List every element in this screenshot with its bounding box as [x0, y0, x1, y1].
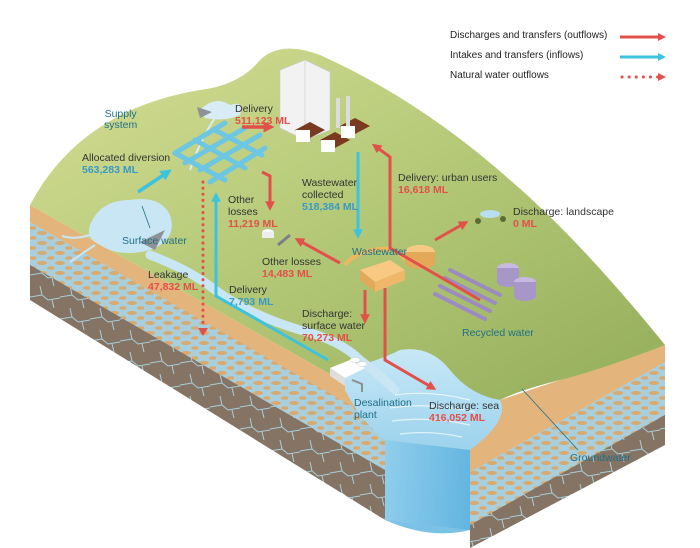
soil-layer-left — [30, 205, 385, 425]
landscape-pond — [480, 210, 500, 218]
recycled-water-plant — [433, 268, 502, 321]
rock-layer-left — [30, 250, 385, 520]
city-buildings — [279, 59, 370, 152]
legend-dotted-red-arrow-icon — [620, 73, 666, 81]
arrow-discharge-landscape — [434, 221, 469, 242]
label-wastewater: Wastewater — [352, 246, 408, 258]
groundwater-layer-right — [470, 360, 665, 525]
legend-label: Natural water outflows — [450, 70, 549, 81]
soil-layer-right — [470, 345, 665, 472]
desalination-plant — [330, 357, 368, 392]
flow-delivery-desal: Delivery 7,793 ML — [229, 284, 274, 308]
flow-other-losses-1: Other losses 11,219 ML — [228, 194, 278, 230]
arrow-delivery-desal — [211, 192, 329, 362]
wastewater-plant — [343, 245, 435, 292]
supply-system-pipes — [172, 120, 268, 185]
arrow-other-losses-1 — [261, 170, 275, 211]
surface-water-leader — [141, 205, 151, 229]
dam-icon-lower — [140, 230, 165, 250]
label-groundwater: Groundwater — [570, 452, 631, 464]
legend-solid-blue-arrow-icon — [620, 53, 666, 61]
label-desalination-plant: Desalination plant — [354, 397, 412, 421]
flow-delivery-supply: Delivery 511,123 ML — [235, 103, 291, 127]
flow-discharge-landscape: Discharge: landscape 0 ML — [513, 206, 614, 230]
flow-other-losses-2: Other losses 14,483 ML — [262, 256, 321, 280]
flow-discharge-surface-water: Discharge: surface water 70,273 ML — [302, 308, 366, 344]
label-recycled-water: Recycled water — [462, 327, 534, 339]
flow-delivery-urban-users: Delivery: urban users 16,618 ML — [398, 172, 498, 196]
arrow-delivery-urban-users — [371, 143, 481, 302]
legend-label: Discharges and transfers (outflows) — [450, 30, 608, 41]
flow-allocated-diversion: Allocated diversion 563,283 ML — [82, 152, 171, 176]
sea-front-face — [385, 440, 470, 530]
flow-wastewater-collected: Wastewater collected 518,384 ML — [302, 177, 359, 213]
river — [145, 250, 400, 395]
leakage-arrowhead — [198, 328, 208, 336]
rock-layer-right — [470, 412, 665, 548]
arrow-discharge-sea — [383, 288, 437, 390]
arrow-allocated-diversion — [137, 169, 172, 194]
groundwater-leader — [521, 388, 579, 451]
other-losses-device — [261, 228, 291, 247]
groundwater-layer-left — [30, 218, 385, 470]
land-surface — [30, 48, 665, 406]
flow-leakage: Leakage 47,832 ML — [148, 269, 199, 293]
legend-solid-red-arrow-icon — [620, 33, 666, 41]
recycled-water-tanks — [497, 263, 536, 301]
legend-label: Intakes and transfers (inflows) — [450, 50, 584, 61]
label-surface-water: Surface water — [122, 235, 187, 247]
arrow-other-losses-2 — [294, 238, 341, 265]
dam-icon-upper — [197, 107, 212, 118]
flow-discharge-sea: Discharge: sea 416,052 ML — [429, 400, 500, 424]
upstream-pond — [200, 101, 242, 120]
